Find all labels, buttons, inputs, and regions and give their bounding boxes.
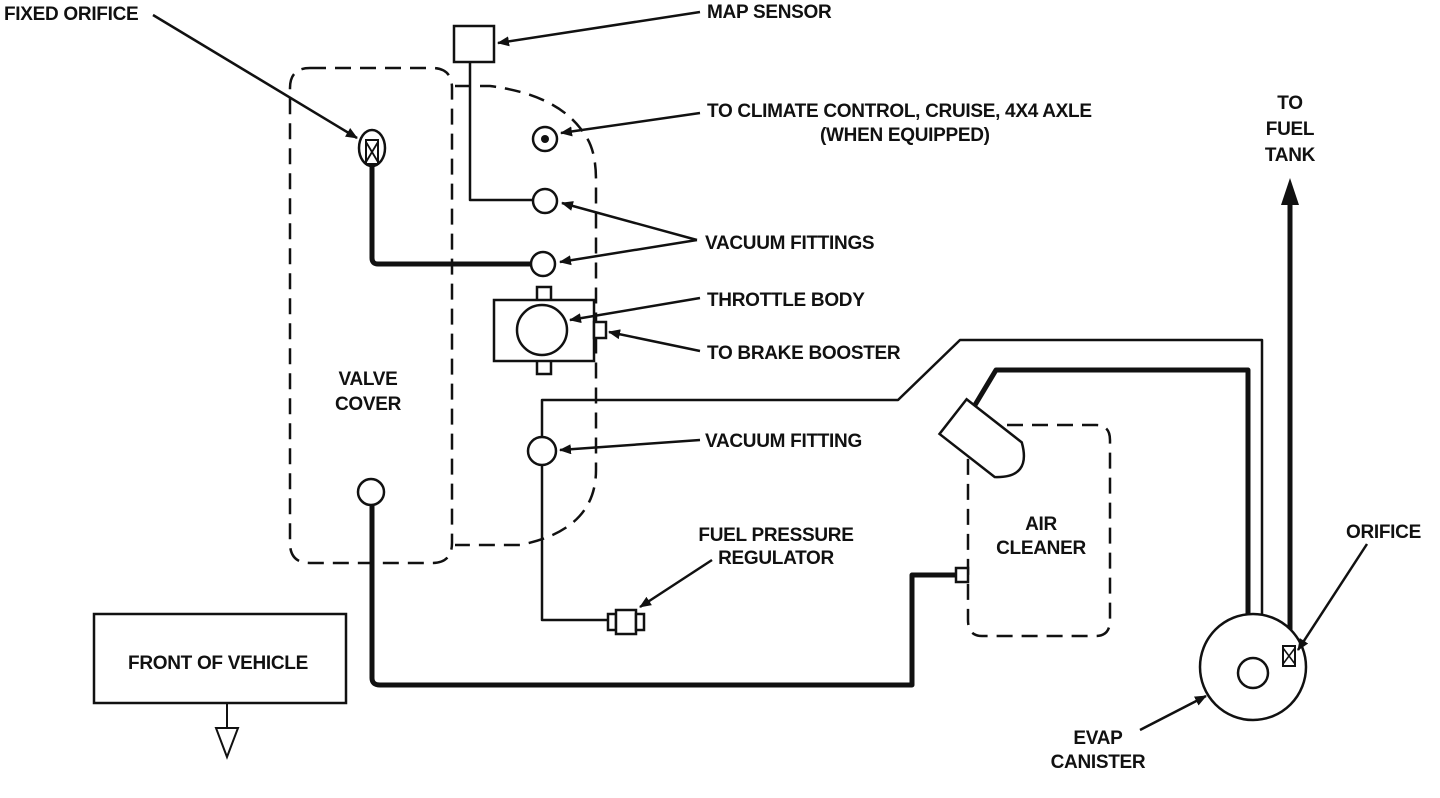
intake-manifold-outline [455,84,598,547]
label-climate-control-line1: TO CLIMATE CONTROL, CRUISE, 4X4 AXLE [707,101,1092,122]
air-cleaner-snorkel [937,397,1026,479]
hose-purge-line [540,338,1264,622]
leader-map-sensor [497,10,701,47]
front-of-vehicle-box [92,612,348,760]
hose-map-sensor [468,60,535,202]
valve-cover-outline [288,66,454,565]
label-vacuum-fitting: VACUUM FITTING [705,431,862,452]
vacuum-fitting-lower [529,250,557,278]
leader-vacuum-fittings-lower [559,238,698,266]
label-fuel-pressure-regulator-line1: FUEL PRESSURE [698,525,853,546]
label-valve-cover-line2: COVER [335,394,402,415]
valve-cover-fitting [356,477,386,507]
label-climate-control-line2: (WHEN EQUIPPED) [820,125,990,146]
leader-fixed-orifice [152,13,358,140]
label-fuel-pressure-regulator-line2: REGULATOR [718,548,834,569]
label-air-cleaner-line2: CLEANER [996,538,1086,559]
leader-vacuum-fittings-upper [561,201,698,242]
leader-vacuum-fitting [559,438,701,455]
label-vacuum-fittings: VACUUM FITTINGS [705,233,874,254]
label-front-of-vehicle: FRONT OF VEHICLE [128,653,308,674]
label-map-sensor: MAP SENSOR [707,2,832,23]
label-to-fuel-tank-line1: TO [1277,93,1302,114]
air-cleaner-inlet [954,566,970,584]
vacuum-fitting-single [526,435,558,467]
leader-fuel-pressure-regulator [639,558,713,609]
hose-fixed-orifice [369,163,533,267]
hose-fuel-pressure-regulator [540,464,612,622]
climate-control-fitting [531,125,559,153]
label-to-fuel-tank-line2: FUEL [1266,119,1315,140]
leader-brake-booster [608,329,701,353]
label-to-fuel-tank-line3: TANK [1265,145,1316,166]
label-evap-canister-line2: CANISTER [1051,752,1146,773]
hose-canister-air-cleaner [972,367,1251,653]
map-sensor [452,24,496,64]
leader-throttle-body [569,296,701,324]
hose-valve-cover-air-cleaner [369,499,961,688]
leader-evap-canister [1139,694,1207,732]
label-air-cleaner-line1: AIR [1025,514,1057,535]
label-evap-canister-line1: EVAP [1073,728,1123,749]
throttle-body [492,285,608,376]
leader-climate-control [560,111,701,137]
label-valve-cover-line1: VALVE [338,369,397,390]
label-throttle-body: THROTTLE BODY [707,290,865,311]
fuel-tank-arrowhead [1281,178,1299,205]
vacuum-fitting-upper [531,187,559,215]
evap-canister [1198,612,1308,722]
label-to-brake-booster: TO BRAKE BOOSTER [707,343,901,364]
leader-orifice [1296,543,1369,651]
canister-orifice [1282,645,1296,667]
label-orifice: ORIFICE [1346,522,1421,543]
fuel-pressure-regulator [606,608,646,636]
fixed-orifice [357,128,387,168]
label-fixed-orifice: FIXED ORIFICE [4,4,138,25]
